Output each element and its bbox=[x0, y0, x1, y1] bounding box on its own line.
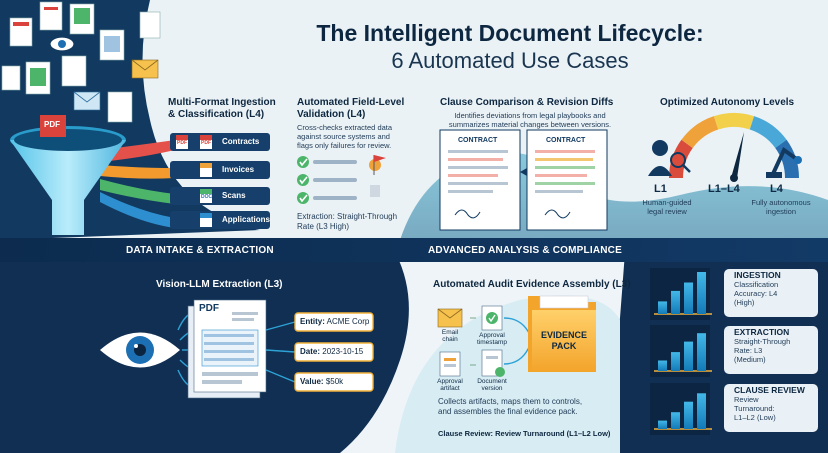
metric-bar bbox=[684, 401, 693, 429]
autonomy-level-l1: L1 bbox=[654, 183, 667, 195]
metric-bar bbox=[671, 352, 680, 371]
metric-bar bbox=[671, 412, 680, 429]
category-scans: Scans bbox=[222, 191, 246, 200]
field-value: Value: $50k bbox=[300, 377, 344, 386]
category-applications: Applications bbox=[222, 215, 271, 224]
pdf-icon-b: PDF bbox=[201, 140, 211, 146]
autonomy-l1-description: Human-guided legal review bbox=[642, 198, 692, 216]
gauge-segment bbox=[775, 139, 799, 179]
audit-footer: Clause Review: Review Turnaround (L1–L2 … bbox=[438, 429, 611, 438]
clause-heading: Clause Comparison & Revision Diffs bbox=[440, 97, 614, 108]
gauge-hub bbox=[730, 174, 738, 182]
ingestion-heading: Multi-Format Ingestion & Classification … bbox=[168, 97, 276, 120]
metric-title: INGESTION bbox=[734, 270, 781, 280]
category-contracts: Contracts bbox=[222, 137, 260, 146]
metric-bar bbox=[671, 290, 680, 314]
metric-title: EXTRACTION bbox=[734, 327, 790, 337]
vision-heading: Vision-LLM Extraction (L3) bbox=[156, 279, 283, 290]
vision-doc-label: PDF bbox=[199, 303, 219, 314]
metric-card bbox=[724, 269, 818, 317]
main-subtitle: 6 Automated Use Cases bbox=[391, 48, 629, 73]
gauge-needle bbox=[731, 132, 744, 178]
validation-heading: Automated Field-Level Validation (L4) bbox=[297, 97, 405, 120]
contract-doc-left-label: CONTRACT bbox=[458, 137, 498, 144]
category-invoices: Invoices bbox=[222, 165, 255, 174]
band-label-left: DATA INTAKE & EXTRACTION bbox=[126, 245, 274, 256]
metric-line: Straight-Through bbox=[734, 337, 791, 346]
autonomy-l4-description: Fully autonomous ingestion bbox=[751, 198, 811, 216]
band-label-right: ADVANCED ANALYSIS & COMPLIANCE bbox=[428, 245, 622, 256]
autonomy-level-mid: L1–L4 bbox=[708, 183, 740, 195]
validation-footer: Extraction: Straight-Through Rate (L3 Hi… bbox=[297, 212, 398, 231]
metric-bar bbox=[658, 420, 667, 429]
metric-bar bbox=[697, 333, 706, 371]
metric-card bbox=[724, 326, 818, 374]
pdf-file-icon: PDF bbox=[44, 120, 60, 129]
field-date: Date: 2023-10-15 bbox=[300, 347, 364, 356]
validation-description: Cross-checks extracted data against sour… bbox=[297, 123, 393, 150]
pdf-icon-a: PDF bbox=[177, 140, 187, 146]
metric-line: Accuracy: L4 bbox=[734, 289, 778, 298]
contract-doc-right-label: CONTRACT bbox=[546, 137, 586, 144]
field-entity: Entity: ACME Corp bbox=[300, 317, 370, 326]
metric-line: Classification bbox=[734, 280, 779, 289]
gauge-segment bbox=[669, 139, 693, 179]
metric-title: CLAUSE REVIEW bbox=[734, 385, 805, 395]
clause-description: Identifies deviations from legal playboo… bbox=[448, 111, 612, 129]
metric-line: Review bbox=[734, 395, 759, 404]
audit-heading: Automated Audit Evidence Assembly (L3) bbox=[433, 279, 631, 290]
metric-bar bbox=[684, 341, 693, 371]
metric-bar bbox=[684, 282, 693, 314]
gauge-segment bbox=[749, 116, 787, 149]
metric-line: Rate: L3 bbox=[734, 346, 763, 355]
autonomy-level-l4: L4 bbox=[770, 183, 783, 195]
gauge-segment bbox=[713, 113, 755, 130]
metric-card bbox=[724, 384, 818, 432]
gauge-segment bbox=[681, 116, 719, 149]
main-title: The Intelligent Document Lifecycle: bbox=[316, 20, 704, 46]
metric-line: Turnaround: bbox=[734, 404, 775, 413]
metric-bar bbox=[658, 301, 667, 314]
scan-icon: DOC bbox=[201, 194, 213, 200]
audit-description: Collects artifacts, maps them to control… bbox=[438, 397, 583, 416]
metric-line: L1–L2 (Low) bbox=[734, 413, 776, 422]
metric-bar bbox=[697, 272, 706, 314]
autonomy-heading: Optimized Autonomy Levels bbox=[660, 97, 795, 108]
metric-bar bbox=[658, 360, 667, 371]
metric-line: (High) bbox=[734, 298, 755, 307]
metric-bar bbox=[697, 393, 706, 429]
metric-line: (Medium) bbox=[734, 355, 766, 364]
